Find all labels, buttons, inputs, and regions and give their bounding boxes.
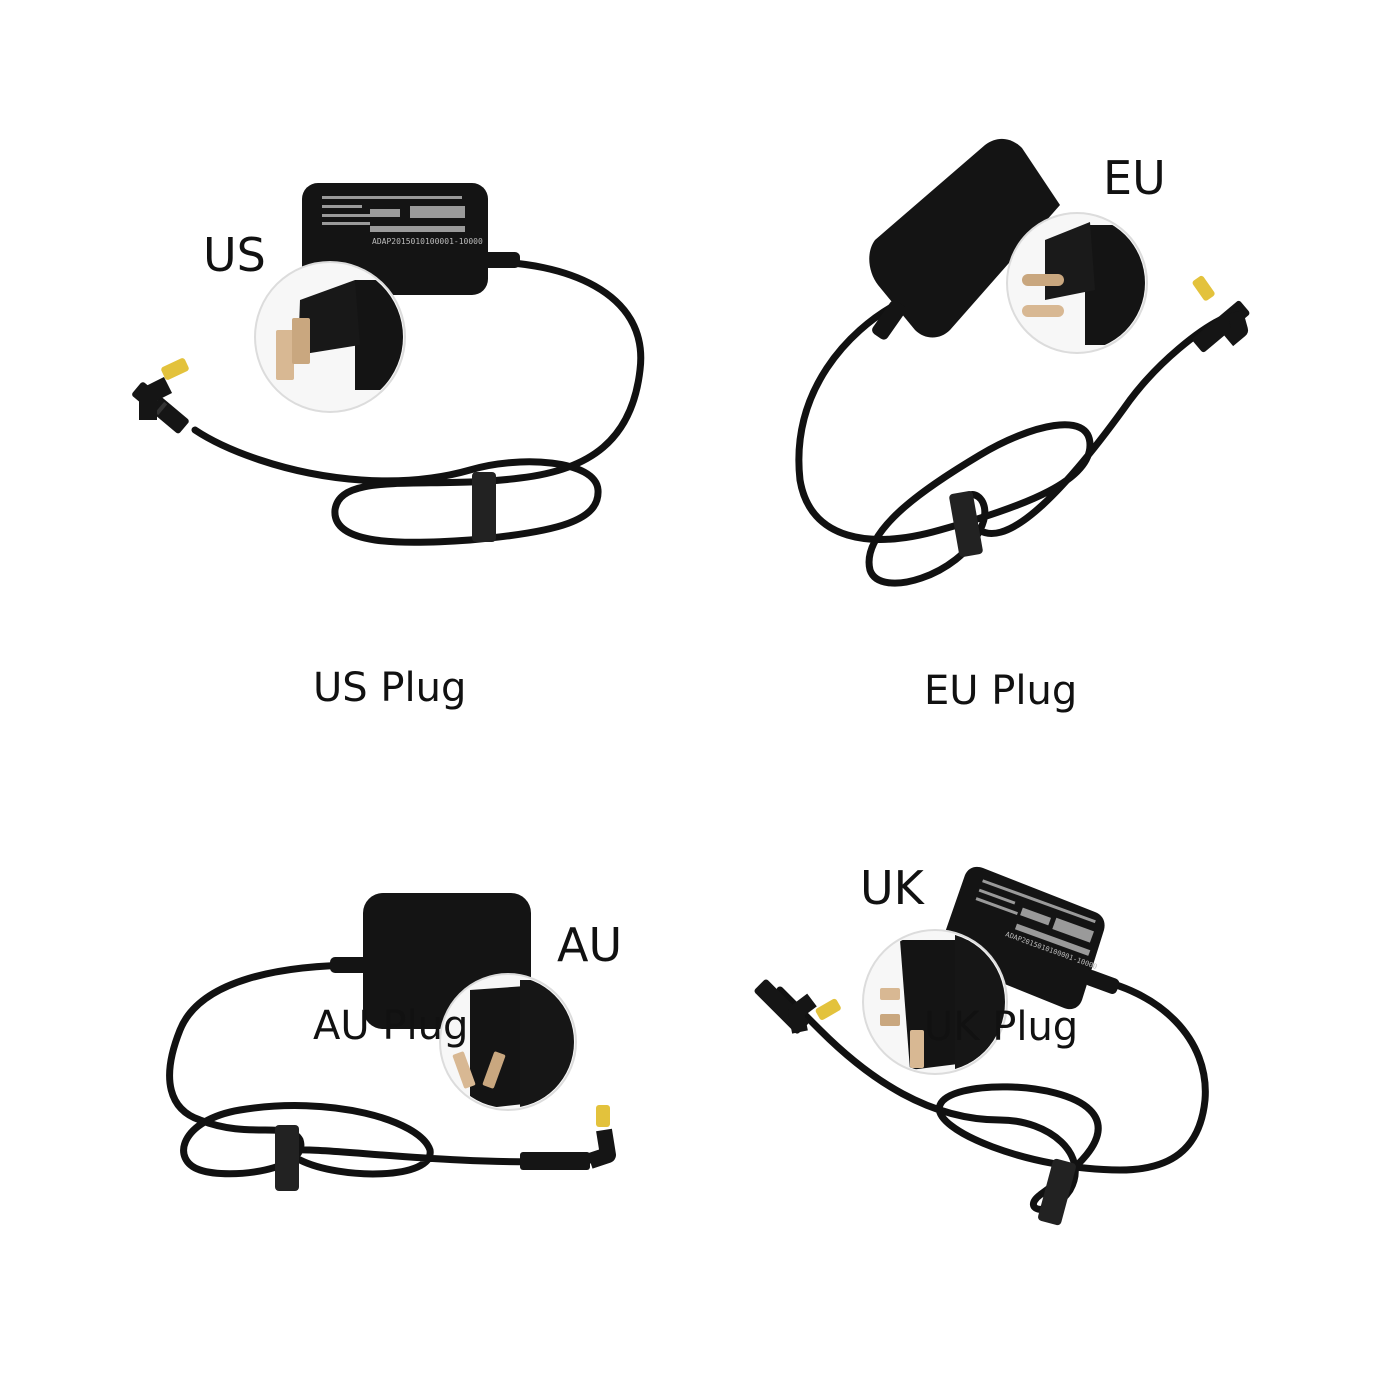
panel-uk-plug: ADAP2015010100001-10000 UK UK Plug: [700, 700, 1400, 1400]
au-cable-strap: [275, 1125, 299, 1191]
panel-us-plug: ADAP2015010100001-10000 US US Plug: [0, 0, 700, 708]
us-caption: US Plug: [313, 665, 467, 711]
au-tag: AU: [557, 918, 623, 972]
eu-plug-pin: [1022, 305, 1064, 317]
eu-cable: [795, 301, 1224, 587]
au-dc-connector: [520, 1152, 590, 1170]
au-caption: AU Plug: [313, 1003, 469, 1049]
eu-tag: EU: [1103, 151, 1166, 205]
uk-caption: UK Plug: [924, 1004, 1079, 1050]
eu-adapter-photo: [795, 138, 1250, 587]
au-cable: [166, 961, 594, 1178]
us-tag: US: [203, 228, 266, 282]
us-plug-pin: [276, 330, 294, 380]
uk-cable: [776, 974, 1209, 1213]
uk-adapter-photo: ADAP2015010100001-10000: [754, 866, 1209, 1226]
au-adapter-photo: [166, 893, 616, 1191]
eu-caption: EU Plug: [924, 668, 1078, 714]
uk-plug-pin: [880, 988, 900, 1000]
eu-cable-strap: [949, 491, 983, 557]
eu-connector-tip: [1192, 275, 1215, 301]
uk-connector-tip: [815, 998, 841, 1020]
uk-tag: UK: [860, 861, 924, 915]
us-adapter-photo: ADAP2015010100001-10000: [132, 183, 645, 546]
uk-cable-strap: [1038, 1158, 1076, 1226]
eu-connector-elbow: [1222, 309, 1248, 347]
panel-eu-plug: EU EU Plug: [700, 0, 1400, 711]
au-connector-tip: [596, 1105, 610, 1127]
panel-au-plug: AU AU Plug: [0, 700, 700, 1400]
us-connector-elbow: [139, 376, 173, 420]
us-cable-strap: [472, 472, 496, 542]
us-cable: [191, 258, 645, 546]
us-connector-tip: [161, 358, 189, 380]
eu-adapter-body: [869, 138, 1060, 338]
uk-connector-elbow: [788, 993, 817, 1034]
au-connector-elbow: [587, 1128, 616, 1169]
us-serial-print: ADAP2015010100001-10000: [372, 237, 483, 246]
au-plug-pin: [452, 1051, 476, 1089]
